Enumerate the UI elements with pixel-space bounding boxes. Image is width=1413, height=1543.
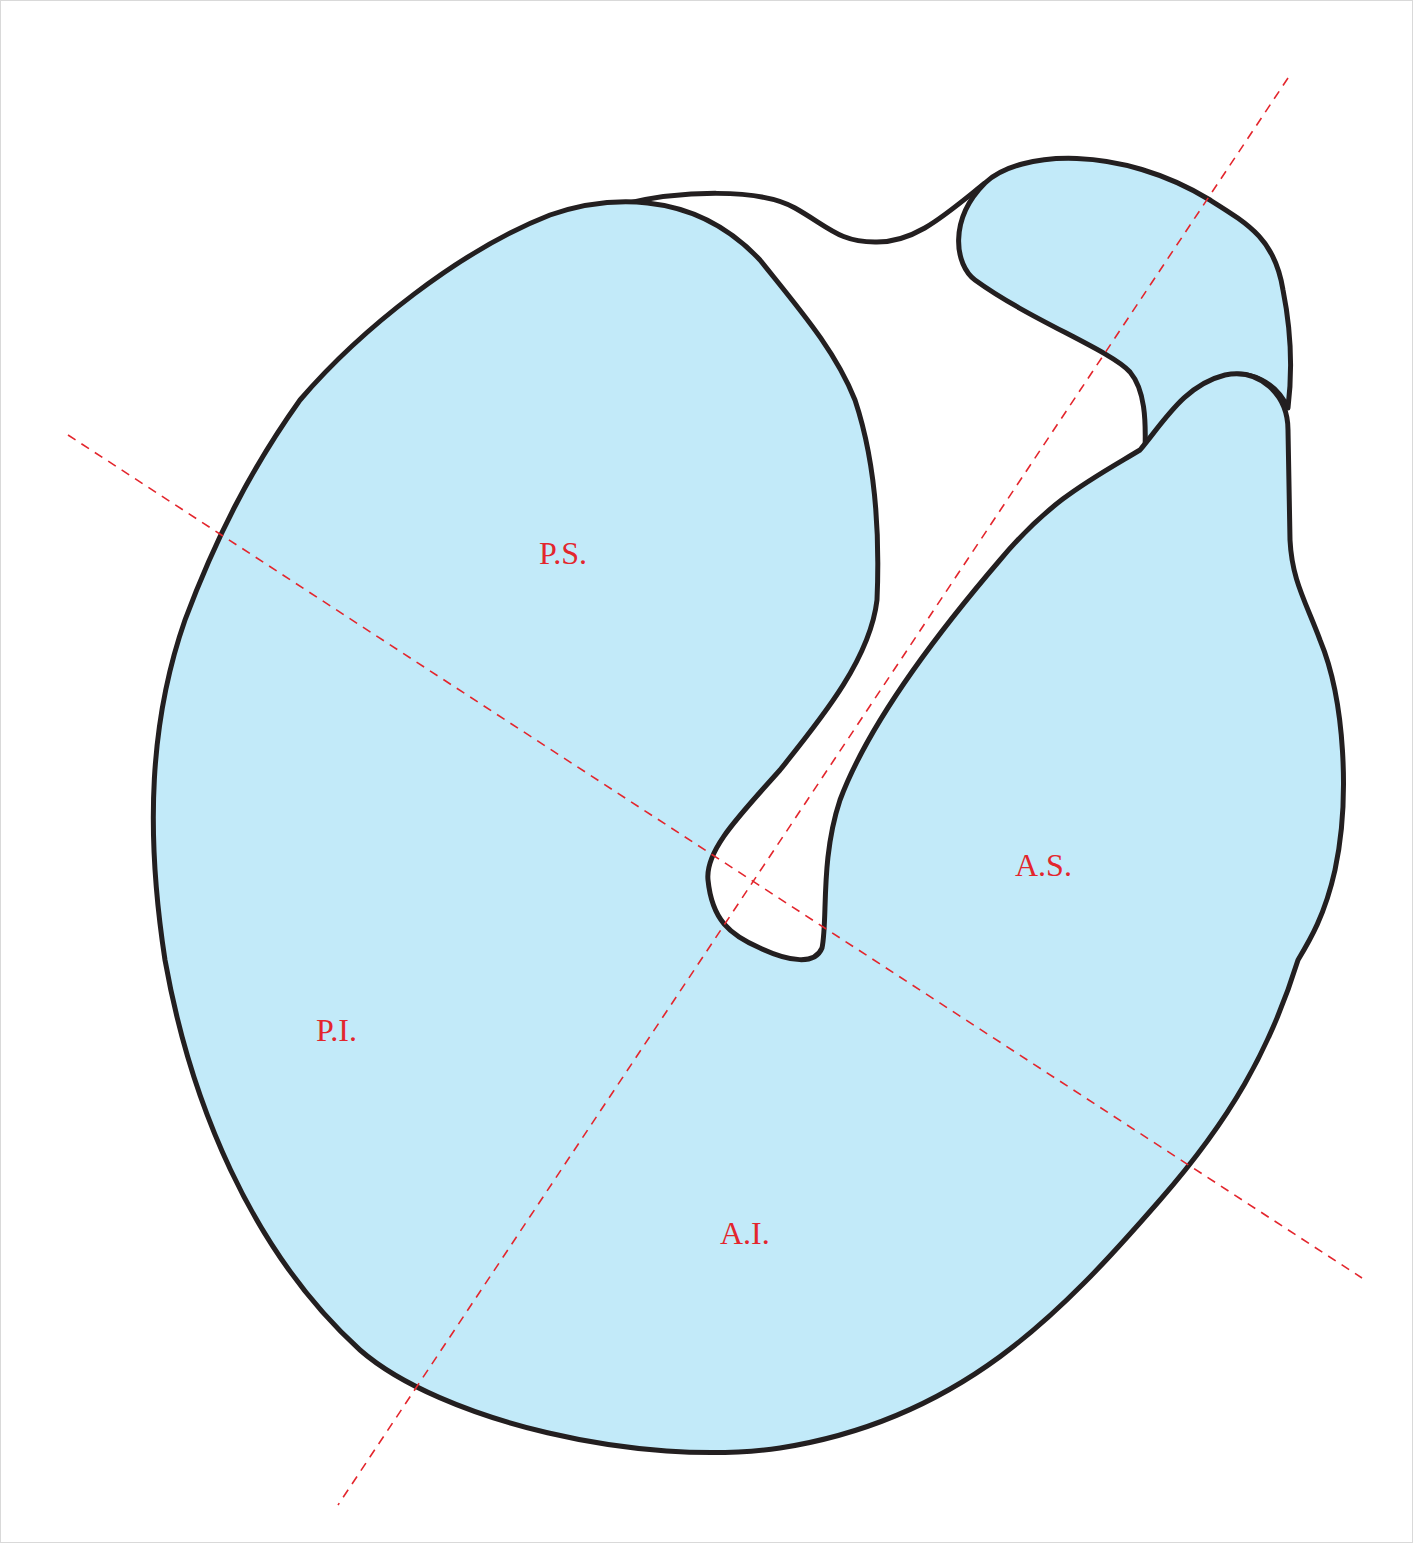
quadrant-label: A.S. bbox=[1015, 849, 1072, 881]
axis-line bbox=[338, 78, 1288, 1505]
quadrant-label: P.S. bbox=[539, 537, 587, 569]
quadrant-label: P.I. bbox=[316, 1014, 357, 1046]
quadrant-label: A.I. bbox=[720, 1217, 770, 1249]
organ-outline bbox=[153, 202, 1343, 1453]
axis-line bbox=[68, 435, 1362, 1278]
